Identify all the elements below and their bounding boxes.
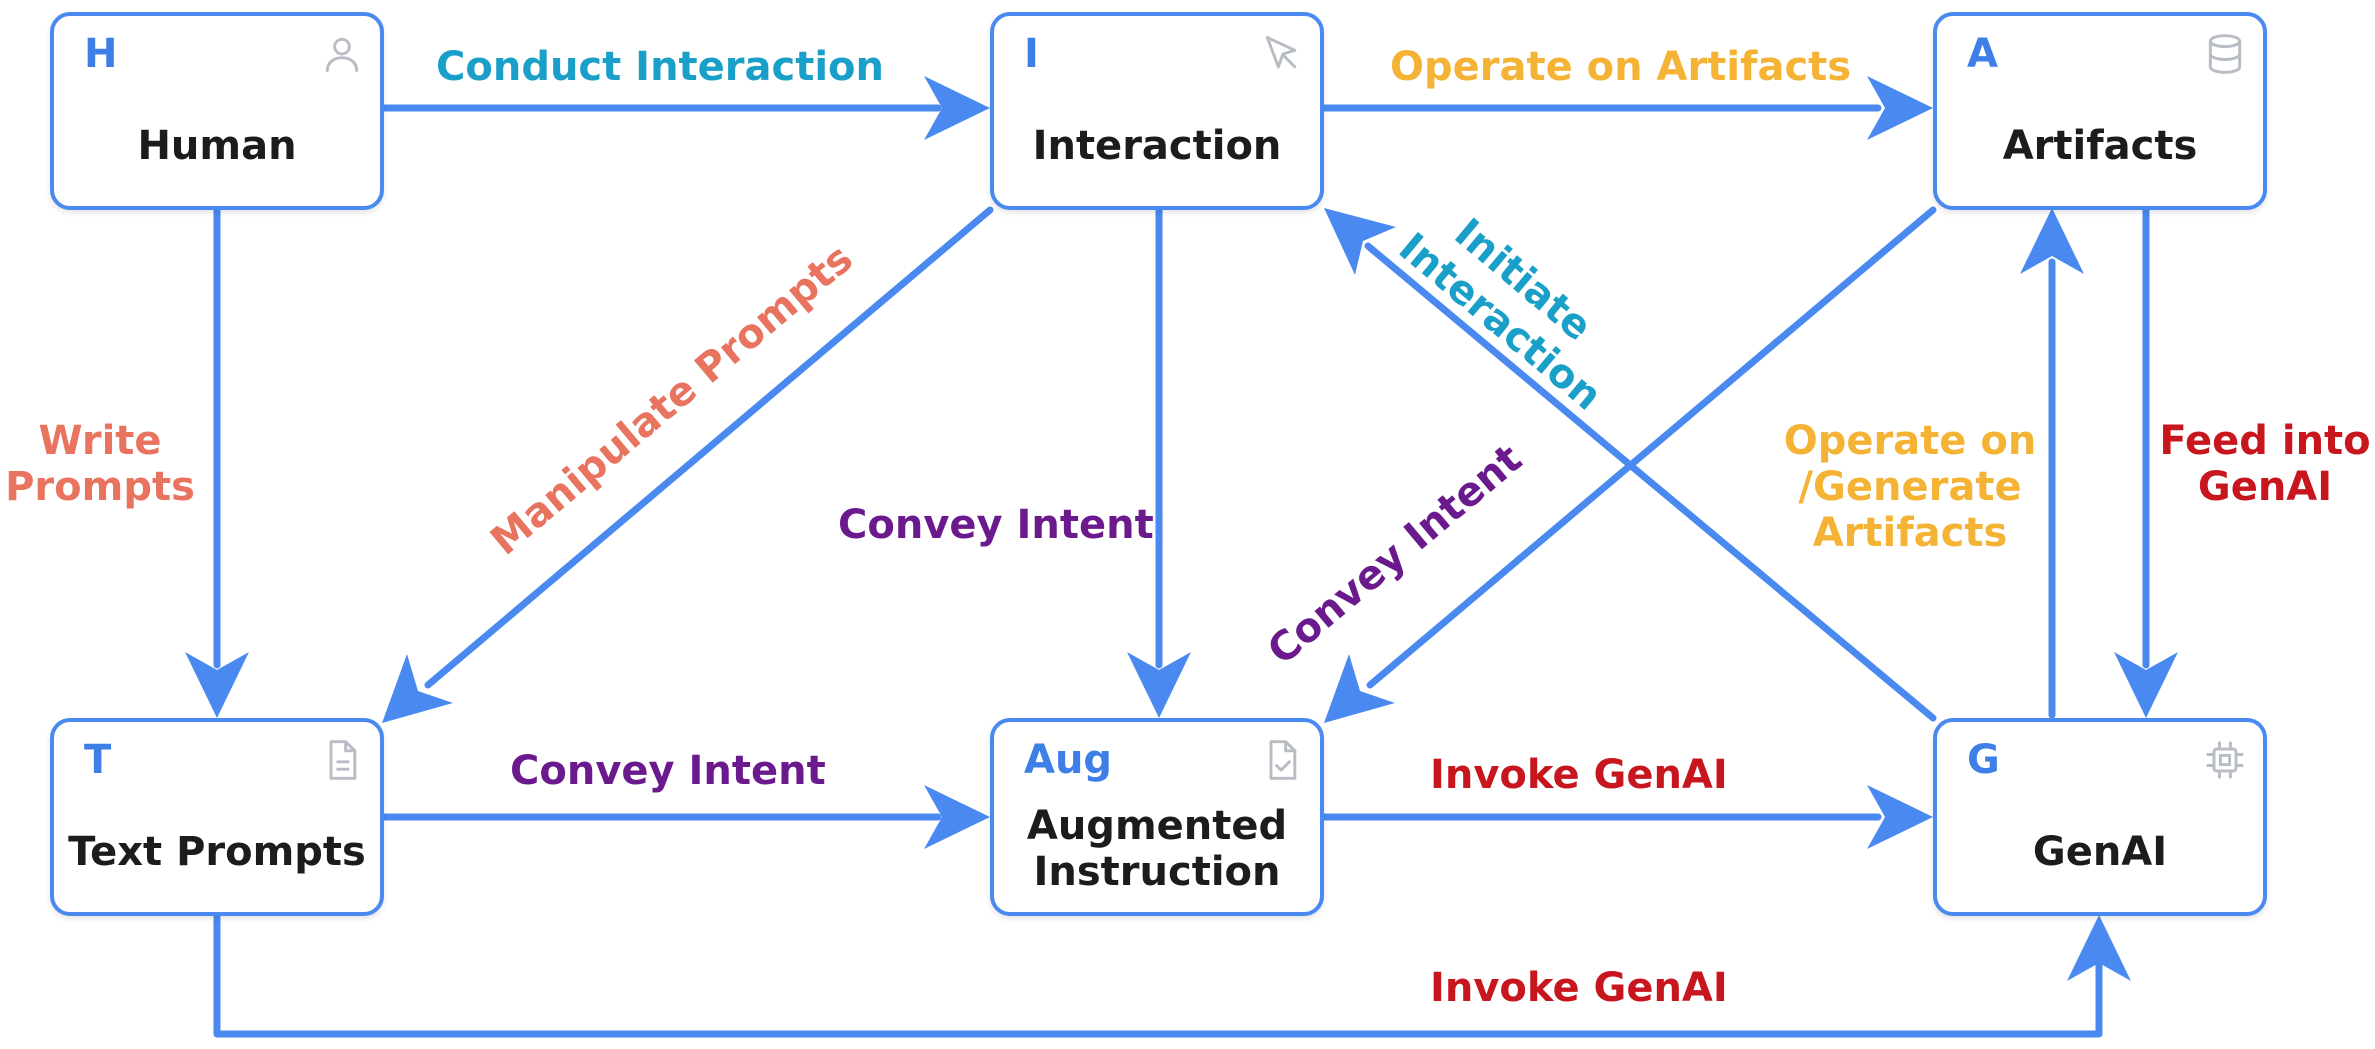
node-interaction: I Interaction	[990, 12, 1324, 210]
arrowhead-interaction-diagonal	[1324, 208, 1396, 275]
node-title: Text Prompts	[68, 829, 366, 875]
arrowhead-artifacts-bottom	[2020, 208, 2084, 274]
label-operate-generate-line1: Operate on	[1783, 418, 2037, 464]
node-human: H Human	[50, 12, 384, 210]
label-operate-generate-line3: Artifacts	[1812, 510, 2008, 556]
node-badge: H	[84, 31, 118, 77]
label-operate-on-artifacts: Operate on Artifacts	[1390, 44, 1852, 90]
node-badge: G	[1967, 737, 2000, 783]
label-write-prompts-line2: Prompts	[5, 464, 195, 510]
user-icon	[325, 37, 359, 72]
arrowhead-genai-top	[2114, 652, 2178, 718]
arrowhead-text-prompts-top	[185, 652, 249, 718]
label-convey-intent-interaction: Convey Intent	[838, 502, 1154, 548]
label-feed-into-genai-line2: GenAI	[2197, 464, 2333, 510]
cursor-icon	[1265, 36, 1297, 69]
label-invoke-genai-bottom: Invoke GenAI	[1430, 965, 1728, 1011]
node-text-prompts: T Text Prompts	[50, 718, 384, 916]
label-conduct-interaction: Conduct Interaction	[436, 44, 885, 90]
arrowhead-interaction-left	[924, 76, 990, 140]
arrowhead-augmented-left	[924, 785, 990, 849]
arrowhead-augmented-diagonal	[1324, 654, 1395, 723]
node-badge: A	[1967, 31, 1998, 77]
arrowhead-genai-bottom	[2067, 915, 2131, 981]
arrowhead-augmented-top	[1127, 652, 1191, 718]
arrowhead-artifacts-left	[1867, 76, 1933, 140]
node-title-line1: Augmented	[1026, 803, 1288, 849]
chip-icon	[2206, 741, 2244, 779]
label-operate-generate-line2: /Generate	[1798, 464, 2022, 510]
node-title: GenAI	[2032, 829, 2168, 875]
arrow-artifacts-to-augmented	[1366, 206, 1937, 689]
arrow-text-prompts-to-genai	[213, 911, 2103, 1038]
node-genai: G GenAI	[1933, 718, 2267, 916]
label-invoke-genai-augmented: Invoke GenAI	[1430, 752, 1728, 798]
node-badge: T	[84, 737, 112, 783]
arrow-genai-to-interaction	[1364, 242, 1937, 722]
node-title: Interaction	[1032, 123, 1282, 169]
node-title: Human	[137, 123, 297, 169]
label-write-prompts-line1: Write	[38, 418, 162, 464]
document-check-icon	[1269, 740, 1297, 780]
database-icon	[2208, 34, 2242, 74]
node-artifacts: A Artifacts	[1933, 12, 2267, 210]
label-convey-intent-text: Convey Intent	[510, 748, 826, 794]
label-feed-into-genai-line1: Feed into	[2159, 418, 2371, 464]
node-badge: I	[1024, 31, 1039, 77]
document-icon	[329, 740, 357, 780]
arrowhead-text-prompts-diagonal	[382, 654, 453, 723]
arrow-interaction-to-text-prompts	[424, 206, 994, 689]
node-title: Artifacts	[2002, 123, 2198, 169]
node-badge: Aug	[1024, 737, 1113, 783]
node-augmented-instruction: Aug Augmented Instruction	[990, 718, 1324, 916]
arrowhead-genai-left	[1867, 785, 1933, 849]
node-title-line2: Instruction	[1033, 849, 1281, 895]
